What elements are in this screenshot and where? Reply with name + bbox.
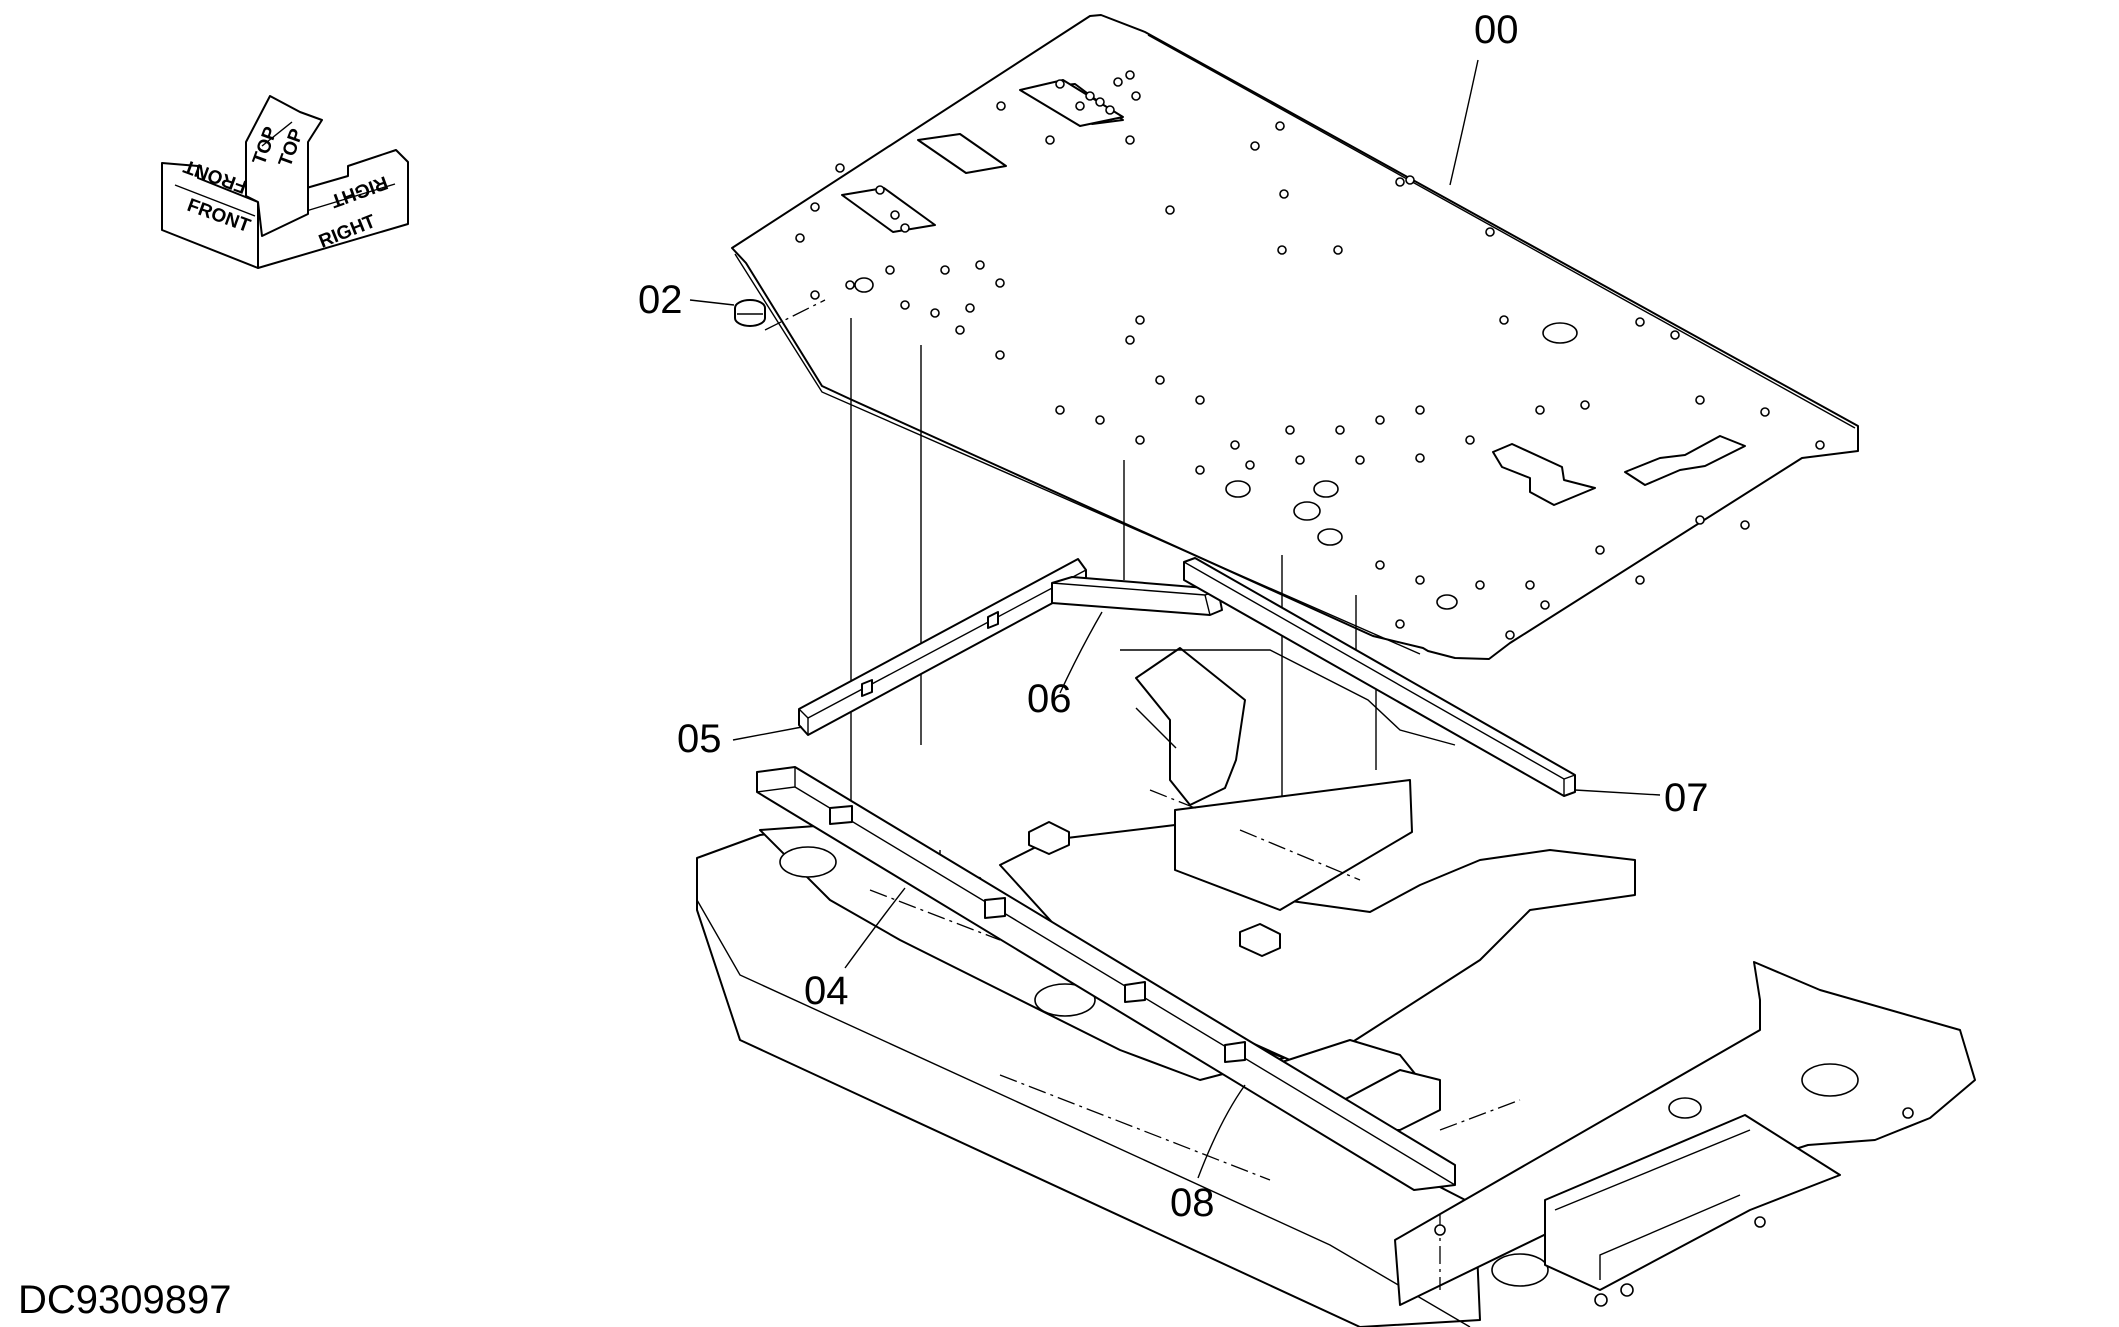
floor-plate	[731, 14, 1859, 660]
orientation-indicator: FRONT FRONT TOP TOP RIGHT RIGHT	[161, 95, 409, 269]
plate-cutout-2	[1019, 79, 1124, 127]
callout-08: 08	[1170, 1181, 1215, 1225]
callout-leaders	[689, 59, 1661, 1179]
plate-bolt-holes	[795, 70, 1825, 640]
callout-00: 00	[1474, 8, 1519, 52]
callout-02: 02	[638, 278, 683, 322]
right-bar	[1183, 557, 1576, 797]
drawing-number: DC9309897	[18, 1278, 232, 1322]
plate-slot-1	[1492, 443, 1596, 506]
top-arrow-icon	[245, 95, 323, 237]
plate-cutout-3	[917, 133, 1007, 174]
plate-cutout-4	[841, 187, 936, 233]
callout-05: 05	[677, 717, 722, 761]
plug	[734, 299, 826, 331]
callout-04: 04	[804, 969, 849, 1013]
callout-07: 07	[1664, 776, 1709, 820]
lower-frame	[696, 647, 1976, 1327]
plate-slot-2	[1624, 435, 1746, 486]
callout-06: 06	[1027, 677, 1072, 721]
front-bar	[756, 766, 1456, 1191]
